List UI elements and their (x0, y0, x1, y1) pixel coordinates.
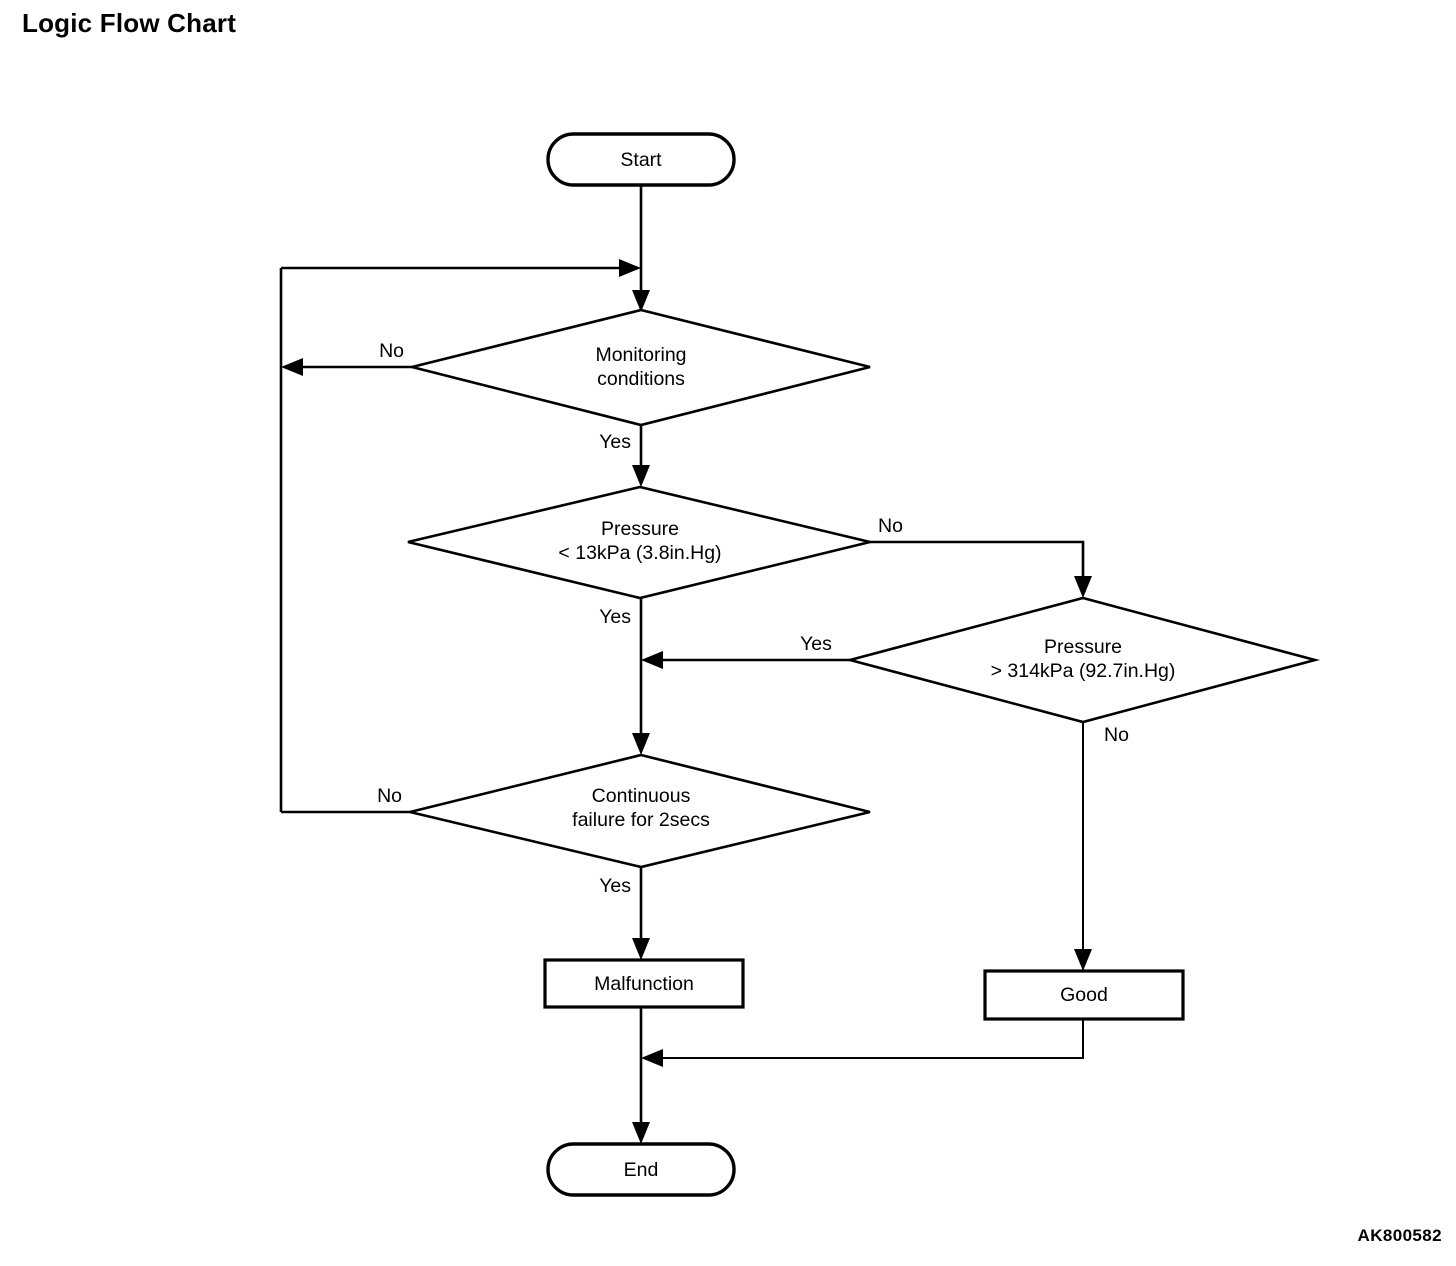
connector-monitoring-no: No (281, 340, 412, 376)
node-start[interactable]: Start (546, 132, 736, 187)
edge-label-pressure-low-yes: Yes (599, 606, 631, 628)
node-good-label: Good (1060, 984, 1108, 1006)
node-pressure-low[interactable]: Pressure < 13kPa (3.8in.Hg) (407, 485, 871, 600)
edge-label-monitoring-yes: Yes (599, 431, 631, 453)
connector-pressure-low-yes: Yes (599, 598, 650, 755)
node-pressure-high-line1: Pressure (1044, 636, 1122, 658)
connector-pressure-high-yes: Yes (641, 633, 850, 669)
node-end-label: End (624, 1159, 659, 1181)
reference-code: AK800582 (1357, 1226, 1442, 1245)
edge-label-continuous-failure-no: No (377, 785, 402, 807)
node-continuous-failure-line1: Continuous (592, 785, 691, 807)
connector-malfunction-to-end (632, 1007, 650, 1144)
edge-label-monitoring-no: No (379, 340, 404, 362)
connector-pressure-low-no: No (870, 515, 1092, 598)
connector-continuous-failure-yes: Yes (599, 867, 650, 960)
node-continuous-failure-line2: failure for 2secs (572, 809, 710, 831)
connector-start-to-monitoring (632, 185, 650, 312)
node-monitoring-line1: Monitoring (595, 344, 686, 366)
node-pressure-low-line1: Pressure (601, 518, 679, 540)
edge-label-pressure-high-yes: Yes (800, 633, 832, 655)
edge-label-pressure-low-no: No (878, 515, 903, 537)
node-pressure-high[interactable]: Pressure > 314kPa (92.7in.Hg) (844, 596, 1321, 724)
node-monitoring-line2: conditions (597, 368, 685, 390)
edge-label-pressure-high-no: No (1104, 724, 1129, 746)
node-good[interactable]: Good (983, 969, 1185, 1021)
connector-monitoring-yes: Yes (599, 425, 650, 487)
node-end[interactable]: End (546, 1142, 736, 1197)
node-monitoring-conditions[interactable]: Monitoring conditions (411, 308, 871, 427)
node-pressure-high-line2: > 314kPa (92.7in.Hg) (991, 660, 1176, 682)
node-malfunction-label: Malfunction (594, 973, 694, 995)
node-continuous-failure[interactable]: Continuous failure for 2secs (409, 753, 871, 869)
node-start-label: Start (620, 149, 662, 171)
connector-good-to-end (641, 1019, 1084, 1067)
edge-label-continuous-failure-yes: Yes (599, 875, 631, 897)
node-pressure-low-line2: < 13kPa (3.8in.Hg) (558, 542, 721, 564)
connector-pressure-high-no: No (1074, 722, 1129, 971)
connector-continuous-failure-no: No (281, 785, 410, 814)
connector-feedback-loop (279, 259, 641, 812)
node-malfunction[interactable]: Malfunction (543, 958, 745, 1009)
page-title: Logic Flow Chart (22, 8, 237, 38)
